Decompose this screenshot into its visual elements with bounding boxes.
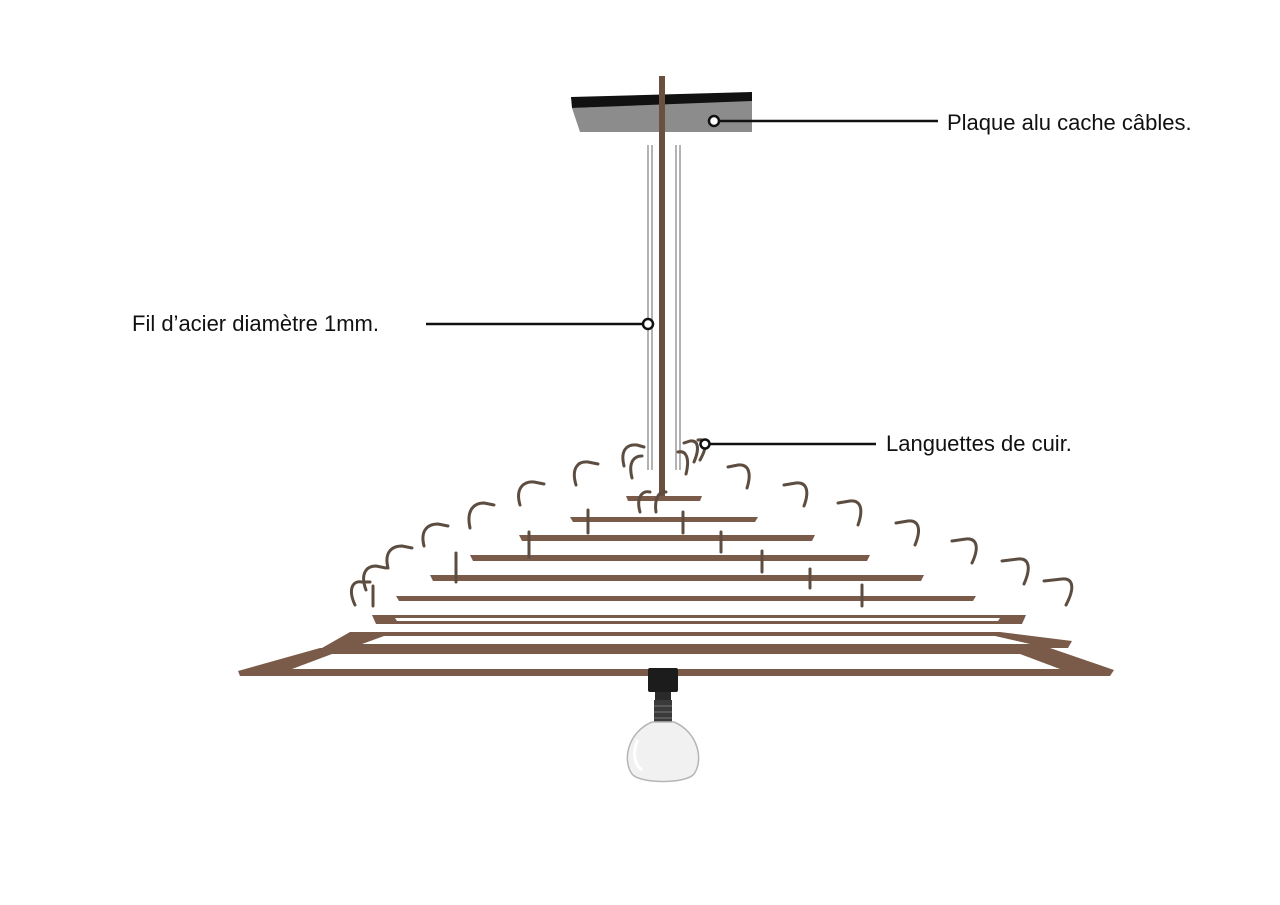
light-bulb <box>626 700 700 783</box>
frame-6 <box>396 596 976 601</box>
frame-3 <box>519 535 815 541</box>
plate-label: Plaque alu cache câbles. <box>947 110 1192 135</box>
leather-tabs <box>350 438 1074 608</box>
frame-2 <box>570 517 758 522</box>
frame-4 <box>470 555 870 561</box>
frame-1 <box>626 496 702 501</box>
callout-dot-plate <box>707 114 721 128</box>
frame-9 <box>238 648 1114 676</box>
callout-dot-tabs <box>699 438 711 450</box>
callout-dot-wire <box>641 317 655 331</box>
steel-wires <box>647 145 681 470</box>
frame-5 <box>430 575 924 581</box>
bulb-socket <box>648 668 678 700</box>
wire-label: Fil d’acier diamètre 1mm. <box>132 311 379 336</box>
leather-tabs-label: Languettes de cuir. <box>886 431 1072 456</box>
lamp-frames <box>238 496 1114 676</box>
frame-7 <box>372 615 1026 624</box>
callout-lines <box>426 114 938 450</box>
central-rod <box>659 76 665 496</box>
frame-8 <box>322 632 1072 648</box>
